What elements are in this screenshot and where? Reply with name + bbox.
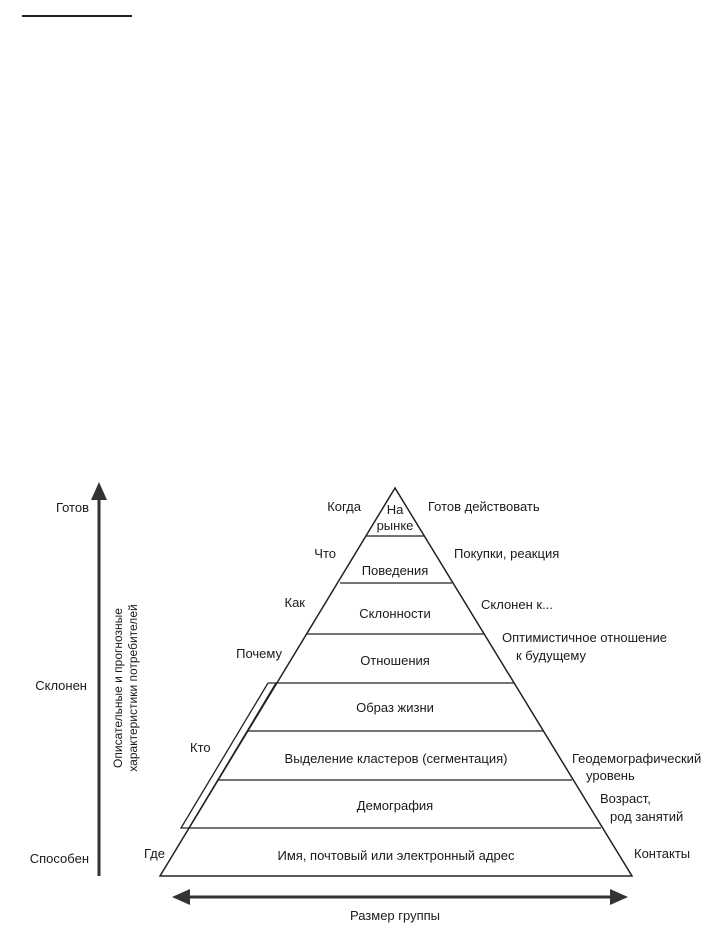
right-label-inclined-to: Склонен к... [481, 597, 553, 612]
level-3-label: Склонности [359, 606, 431, 621]
vertical-axis-label-line2: характеристики потребителей [126, 604, 140, 771]
level-1-label-line2: рынке [377, 518, 414, 533]
right-label-geodemographic-line1: Геодемографический [572, 751, 701, 766]
vertical-axis: Описательные и прогнозные характеристики… [30, 482, 140, 876]
left-label-how: Как [285, 595, 306, 610]
vertical-axis-arrowhead [91, 482, 107, 500]
right-label-ready-to-act: Готов действовать [428, 499, 540, 514]
who-bracket [179, 682, 278, 829]
level-7-label: Демография [357, 798, 433, 813]
axis-label-able: Способен [30, 851, 89, 866]
horizontal-axis: Размер группы [172, 889, 628, 923]
left-label-when: Когда [327, 499, 362, 514]
pyramid-outline [158, 486, 634, 877]
horizontal-axis-label: Размер группы [350, 908, 440, 923]
vertical-axis-label-line1: Описательные и прогнозные [111, 608, 125, 768]
left-label-what: Что [314, 546, 336, 561]
level-4-label: Отношения [360, 653, 430, 668]
who-label: Кто [190, 740, 211, 755]
horizontal-axis-left-arrowhead [172, 889, 190, 905]
level-2-label: Поведения [362, 563, 429, 578]
top-rule [22, 15, 132, 17]
axis-label-inclined: Склонен [35, 678, 87, 693]
pyramid [158, 486, 634, 877]
horizontal-axis-right-arrowhead [610, 889, 628, 905]
left-label-where: Где [144, 846, 165, 861]
level-6-label: Выделение кластеров (сегментация) [285, 751, 508, 766]
axis-label-ready: Готов [56, 500, 89, 515]
right-label-purchases: Покупки, реакция [454, 546, 559, 561]
level-1-label-line1: На [387, 502, 404, 517]
right-label-age-line2: род занятий [610, 809, 683, 824]
level-8-label: Имя, почтовый или электронный адрес [278, 848, 515, 863]
left-label-why: Почему [236, 646, 282, 661]
right-label-attitude-line1: Оптимистичное отношение [502, 630, 667, 645]
right-label-attitude-line2: к будущему [516, 648, 586, 663]
right-label-contacts: Контакты [634, 846, 690, 861]
right-label-geodemographic-line2: уровень [586, 768, 635, 783]
right-label-age-line1: Возраст, [600, 791, 651, 806]
level-5-label: Образ жизни [356, 700, 434, 715]
